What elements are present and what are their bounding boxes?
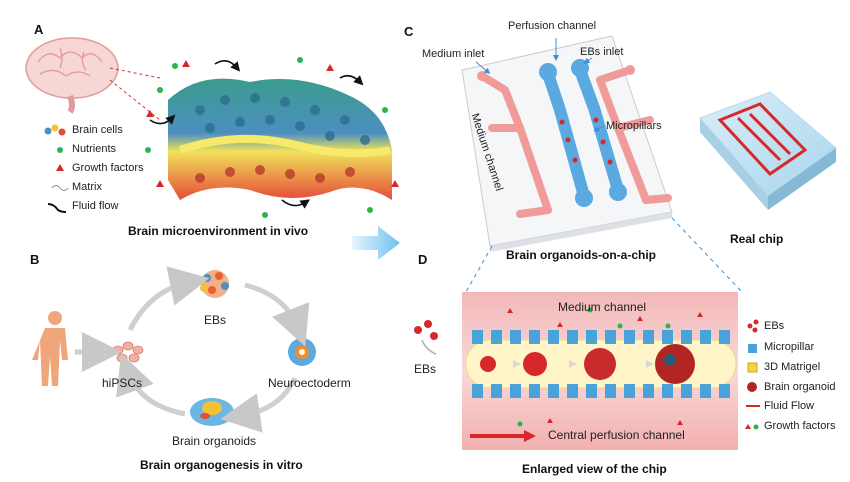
label-micropillars: Micropillars — [606, 120, 662, 132]
central-flow-arrow — [470, 430, 536, 442]
label-ebs: EBs — [204, 313, 227, 327]
micropillar — [491, 330, 502, 344]
chip-annotation-arrows — [475, 38, 605, 132]
micropillar — [548, 330, 559, 344]
caption-a: Brain microenvironment in vivo — [128, 224, 309, 238]
organoid-growth-sequence — [480, 344, 695, 384]
micropillar — [605, 330, 616, 344]
panel-label-d: D — [418, 252, 428, 267]
micropillar — [586, 384, 597, 398]
micropillars-top — [472, 330, 730, 344]
micropillar — [643, 330, 654, 344]
zoom-line-right — [671, 217, 743, 293]
micropillars-bottom — [472, 384, 730, 398]
squiggle-icon — [51, 185, 69, 191]
zoom-line-left — [465, 245, 493, 293]
label-d-medium-channel: Medium channel — [558, 300, 647, 314]
label-neuroectoderm: Neuroectoderm — [268, 376, 351, 390]
legend-d-ebs: EBs — [764, 320, 785, 332]
micropillar — [548, 384, 559, 398]
ebs-input-cluster — [414, 320, 438, 355]
micropillar — [624, 384, 635, 398]
micropillar — [681, 330, 692, 344]
cell-cluster-icon — [44, 124, 66, 136]
micropillar — [529, 384, 540, 398]
caption-b: Brain organogenesis in vitro — [140, 458, 303, 472]
chip-ebs-dots — [559, 117, 613, 165]
micropillar — [472, 384, 483, 398]
big-transition-arrow — [352, 226, 400, 260]
red-triangle-icon — [56, 164, 64, 171]
micropillar — [662, 384, 673, 398]
micropillar — [472, 330, 483, 344]
panel-label-c: C — [404, 24, 414, 39]
micropillar — [719, 330, 730, 344]
panel-label-b: B — [30, 252, 40, 267]
cycle-arrows — [75, 266, 310, 433]
label-brain-organoids: Brain organoids — [172, 434, 257, 448]
micropillar — [510, 384, 521, 398]
legend-brain-cells: Brain cells — [72, 124, 123, 136]
micropillar — [567, 384, 578, 398]
mixed-dots-icon — [745, 424, 759, 430]
label-hipscs: hiPSCs — [102, 376, 143, 390]
legend-d-matrigel: 3D Matrigel — [764, 361, 821, 373]
caption-real-chip: Real chip — [730, 232, 784, 246]
micropillar — [605, 384, 616, 398]
panel-label-a: A — [34, 22, 44, 37]
micropillar — [681, 384, 692, 398]
legend-nutrients: Nutrients — [72, 143, 117, 155]
micropillar — [567, 330, 578, 344]
enlarged-growth-factors — [507, 307, 703, 427]
caption-d: Enlarged view of the chip — [522, 462, 667, 476]
label-perfusion-channel: Perfusion channel — [508, 20, 597, 32]
label-ebs-inlet: EBs inlet — [580, 46, 624, 58]
label-d-ebs: EBs — [414, 362, 437, 376]
medium-channel-pink — [478, 66, 672, 218]
label-medium-inlet: Medium inlet — [422, 48, 485, 60]
legend-growth-factors: Growth factors — [72, 162, 144, 174]
micropillar — [700, 384, 711, 398]
legend-d-micropillar: Micropillar — [764, 341, 815, 353]
curved-arrow-icon — [47, 203, 67, 213]
green-dot-icon — [57, 147, 63, 153]
blue-cube-icon — [748, 344, 757, 353]
growth-arrows — [503, 360, 654, 368]
legend-d-brain-organoid: Brain organoid — [764, 381, 836, 393]
micropillar — [662, 330, 673, 344]
real-chip-photo — [699, 91, 837, 210]
micropillar — [586, 330, 597, 344]
micropillar — [700, 330, 711, 344]
legend-d-growth-factors: Growth factors — [764, 420, 836, 432]
legend-matrix: Matrix — [72, 181, 102, 193]
micropillar — [491, 384, 502, 398]
caption-c: Brain organoids-on-a-chip — [506, 248, 656, 262]
legend-fluid-flow: Fluid flow — [72, 200, 119, 212]
hipscs-cells-icon — [112, 341, 144, 363]
brain-organoid-icon — [190, 398, 234, 426]
micropillar — [719, 384, 730, 398]
organoid-icon — [747, 382, 757, 392]
label-d-central-channel: Central perfusion channel — [548, 428, 685, 442]
red-cluster-icon — [747, 319, 759, 333]
neuroectoderm-icon — [288, 338, 316, 366]
micropillar — [529, 330, 540, 344]
human-figure-icon — [32, 311, 68, 386]
micropillar — [510, 330, 521, 344]
ebs-cluster-icon — [200, 270, 229, 298]
legend-d-fluid-flow: Fluid Flow — [764, 400, 815, 412]
brain-tissue-block — [145, 57, 399, 218]
micropillar — [624, 330, 635, 344]
brain-icon — [25, 37, 161, 121]
micropillar — [643, 384, 654, 398]
yellow-square-icon — [747, 362, 758, 373]
